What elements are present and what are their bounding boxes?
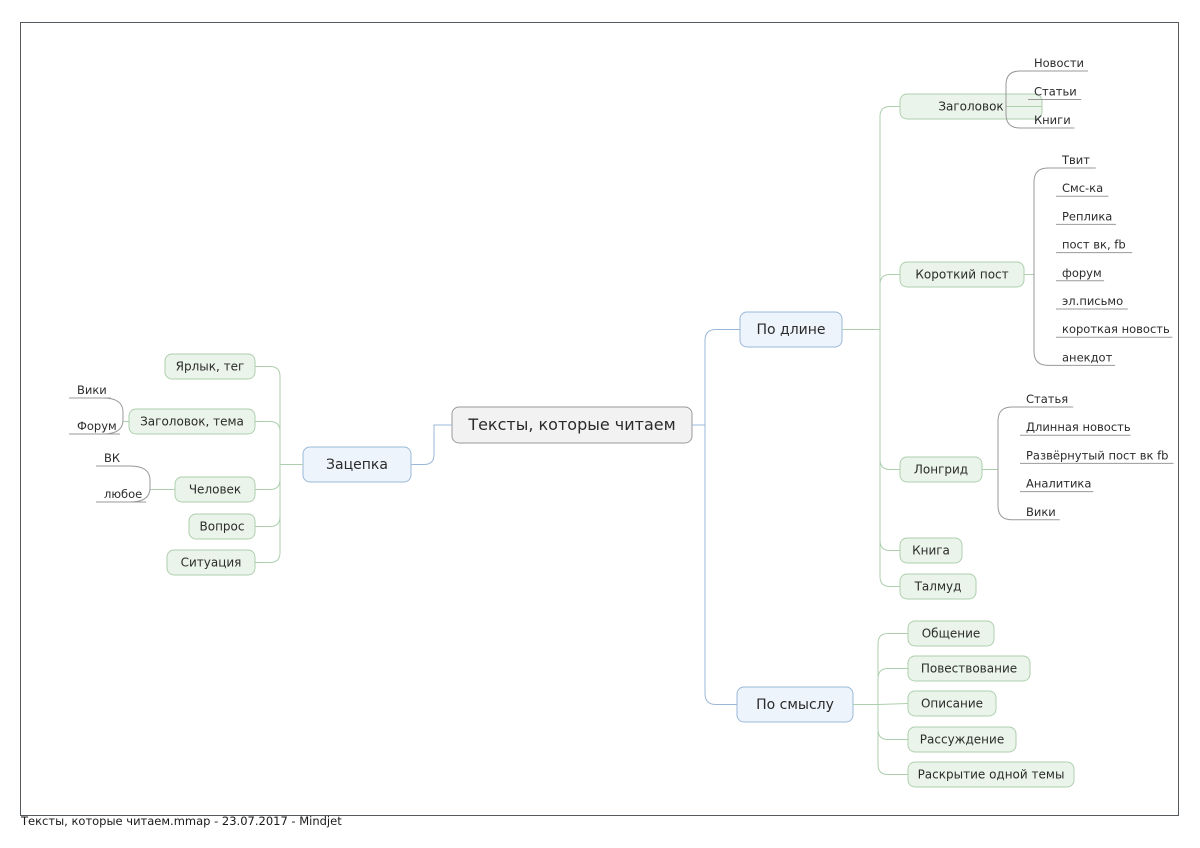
leafs-longrid-bracket <box>997 406 1020 521</box>
leafs-zagolovok-leaf-1[interactable]: Статьи <box>1034 85 1077 99</box>
conn-zacepka-child-0 <box>255 366 303 465</box>
branch-po-smyslu[interactable]: По смыслу <box>736 686 854 723</box>
leafs-korotkiy-post-leaf-0[interactable]: Твит <box>1061 153 1090 167</box>
child-zacepka-4-label: Ситуация <box>181 556 242 570</box>
leafgrp-chelovek-bracket <box>96 465 151 503</box>
leafs-korotkiy-post-bracket <box>1033 167 1056 366</box>
conn-po-dline-child-2 <box>842 329 900 470</box>
child-zacepka-2-label: Человек <box>189 483 241 497</box>
child-zacepka-1-label: Заголовок, тема <box>140 415 244 429</box>
leafs-korotkiy-post-leaf-2[interactable]: Реплика <box>1062 209 1112 223</box>
child-po-dline-0-label: Заголовок <box>938 100 1003 114</box>
leafs-longrid-leaf-4[interactable]: Вики <box>1026 505 1056 519</box>
conn-zacepka-child-4 <box>255 464 303 563</box>
child-po-smyslu-0-label: Общение <box>922 627 981 641</box>
leafs-longrid-leaf-3[interactable]: Аналитика <box>1026 477 1091 491</box>
leafgrp-chelovek-leaf-0[interactable]: ВК <box>104 451 120 465</box>
conn-po-dline-child-1 <box>842 274 900 330</box>
child-zacepka-0[interactable]: Ярлык, тег <box>164 353 256 380</box>
conn-root-po-smyslu <box>704 425 737 705</box>
child-po-dline-2-label: Лонгрид <box>914 463 968 477</box>
conn-zacepka-child-3 <box>255 464 303 527</box>
child-po-dline-1[interactable]: Короткий пост <box>899 261 1025 288</box>
conn-zacepka-child-2 <box>255 464 303 490</box>
child-zacepka-4[interactable]: Ситуация <box>166 549 256 576</box>
leafs-zagolovok-leaf-2[interactable]: Книги <box>1034 113 1071 127</box>
leafgrp-zagolovok-bracket <box>69 397 124 435</box>
child-po-smyslu-4-label: Раскрытие одной темы <box>918 768 1065 782</box>
leafs-korotkiy-post-leaf-1[interactable]: Смс-ка <box>1062 181 1103 195</box>
conn-root-zacepka <box>411 424 452 465</box>
leafs-korotkiy-post-leaf-5[interactable]: эл.письмо <box>1062 294 1123 308</box>
child-po-dline-1-label: Короткий пост <box>915 268 1008 282</box>
child-zacepka-3[interactable]: Вопрос <box>188 513 256 540</box>
leafs-longrid-leaf-0[interactable]: Статья <box>1026 392 1068 406</box>
child-po-dline-4[interactable]: Талмуд <box>899 573 977 600</box>
branch-po-smyslu-label: По смыслу <box>756 697 834 713</box>
leafs-zagolovok-leaf-0[interactable]: Новости <box>1034 56 1084 70</box>
leafs-longrid-leaf-1[interactable]: Длинная новость <box>1026 420 1131 434</box>
child-po-smyslu-4[interactable]: Раскрытие одной темы <box>907 761 1075 788</box>
child-po-dline-4-label: Талмуд <box>914 580 962 594</box>
conn-po-smyslu-child-3 <box>853 704 908 740</box>
child-po-smyslu-3-label: Рассуждение <box>920 733 1004 747</box>
child-po-dline-3-label: Книга <box>912 544 950 558</box>
child-po-smyslu-3[interactable]: Рассуждение <box>907 726 1017 753</box>
child-po-smyslu-2[interactable]: Описание <box>907 690 997 717</box>
leafgrp-chelovek-leaf-1[interactable]: любое <box>104 487 142 501</box>
leafs-korotkiy-post-leaf-4[interactable]: форум <box>1062 266 1102 280</box>
conn-po-dline-child-3 <box>842 329 900 551</box>
child-po-dline-3[interactable]: Книга <box>899 537 963 564</box>
child-po-smyslu-1[interactable]: Повествование <box>907 655 1031 682</box>
conn-po-smyslu-child-4 <box>853 704 908 775</box>
child-po-smyslu-2-label: Описание <box>921 697 983 711</box>
branch-po-dline[interactable]: По длине <box>739 311 843 348</box>
leafs-korotkiy-post-leaf-3[interactable]: пост вк, fb <box>1062 238 1126 252</box>
child-zacepka-0-label: Ярлык, тег <box>176 360 245 374</box>
branch-zacepka-label: Зацепка <box>326 457 388 473</box>
leafs-longrid-leaf-2[interactable]: Развёрнутый пост вк fb <box>1026 448 1168 462</box>
conn-po-dline-child-4 <box>842 329 900 587</box>
conn-po-smyslu-child-1 <box>853 668 908 705</box>
leafs-korotkiy-post-leaf-6[interactable]: короткая новость <box>1062 322 1170 336</box>
conn-root-po-dline <box>704 329 740 425</box>
child-zacepka-3-label: Вопрос <box>200 520 245 534</box>
leafs-korotkiy-post-leaf-7[interactable]: анекдот <box>1062 350 1113 364</box>
conn-po-dline-child-0 <box>842 106 900 330</box>
child-zacepka-2[interactable]: Человек <box>174 476 256 503</box>
root-node[interactable]: Тексты, которые читаем <box>451 406 693 444</box>
conn-zacepka-child-1 <box>255 421 303 465</box>
branch-zacepka[interactable]: Зацепка <box>302 446 412 483</box>
child-po-smyslu-1-label: Повествование <box>921 662 1017 676</box>
root-node-label: Тексты, которые читаем <box>467 415 675 434</box>
document-footer: Тексты, которые читаем.mmap - 23.07.2017… <box>21 814 342 828</box>
child-po-dline-2[interactable]: Лонгрид <box>899 456 983 483</box>
leafs-zagolovok-bracket <box>1005 70 1028 129</box>
leafgrp-zagolovok-leaf-0[interactable]: Вики <box>77 383 107 397</box>
leafgrp-zagolovok-leaf-1[interactable]: Форум <box>77 419 117 433</box>
branch-po-dline-label: По длине <box>756 322 825 338</box>
child-zacepka-1[interactable]: Заголовок, тема <box>128 408 256 435</box>
child-po-smyslu-0[interactable]: Общение <box>907 620 995 647</box>
